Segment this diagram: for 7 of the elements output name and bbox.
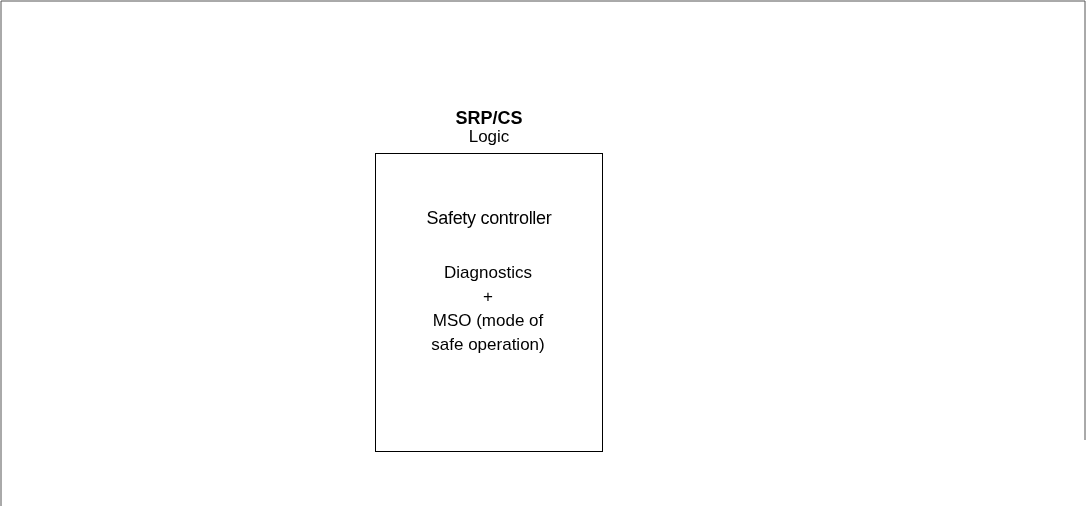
box-text: MSO (mode of safe operation) xyxy=(430,310,546,356)
group-heading: SRP/CS xyxy=(455,108,523,129)
box-text: Diagnostics xyxy=(443,262,533,284)
box-text: + xyxy=(482,286,494,308)
box-title: Safety controller xyxy=(426,208,552,229)
controller-box xyxy=(375,153,603,452)
group-subheading: Logic xyxy=(468,127,510,147)
